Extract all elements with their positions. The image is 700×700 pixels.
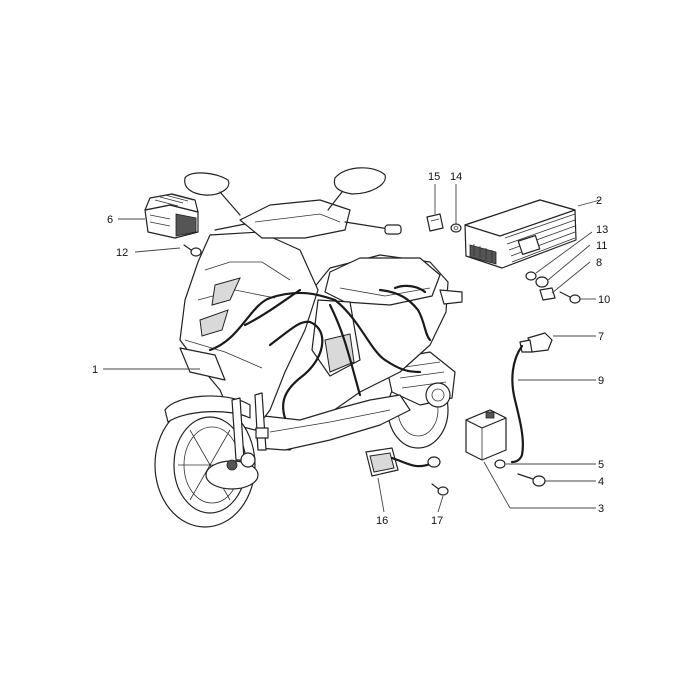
clip-part-15 [426,213,444,232]
ht-lead-part-9 [510,344,524,464]
callout-11: 11 [596,240,607,252]
front-shield [179,231,319,431]
callout-labels: 1 2 3 4 5 6 7 8 9 10 11 12 13 14 15 16 1… [92,171,610,527]
callout-7: 7 [598,331,604,343]
callout-3: 3 [598,503,604,515]
wiring-harness [208,284,432,420]
scooter-illustration [154,167,463,528]
callout-9: 9 [598,375,604,387]
bushing-part-8 [539,287,556,301]
callout-12: 12 [116,247,128,259]
screw-part-10 [559,291,581,304]
callout-16: 16 [376,515,388,527]
leader-lines [103,184,601,513]
screw-part-12 [183,244,202,257]
control-unit-part-2 [464,199,577,269]
screw-part-4 [517,473,546,487]
callout-17: 17 [431,515,443,527]
callout-2: 2 [596,195,602,207]
callout-5: 5 [598,459,604,471]
callout-10: 10 [598,294,610,306]
callout-15: 15 [428,171,440,183]
voltage-regulator-part [144,193,199,239]
spark-plug-cap-part-7 [519,332,553,353]
washer-part-5 [494,459,506,469]
callout-13: 13 [596,224,608,236]
callout-4: 4 [598,476,604,488]
callout-6: 6 [107,214,113,226]
front-wheel [154,392,269,528]
washer-part-13 [525,271,537,281]
washer-part-14 [450,223,462,233]
ignition-coil-part-3 [465,409,507,461]
callout-1: 1 [92,364,98,376]
callout-14: 14 [450,171,462,183]
callout-8: 8 [596,257,602,269]
horn-part-16 [365,447,441,477]
handlebar-assembly [184,167,402,239]
spacer-part-11 [535,276,549,288]
screw-part-17 [431,483,449,496]
